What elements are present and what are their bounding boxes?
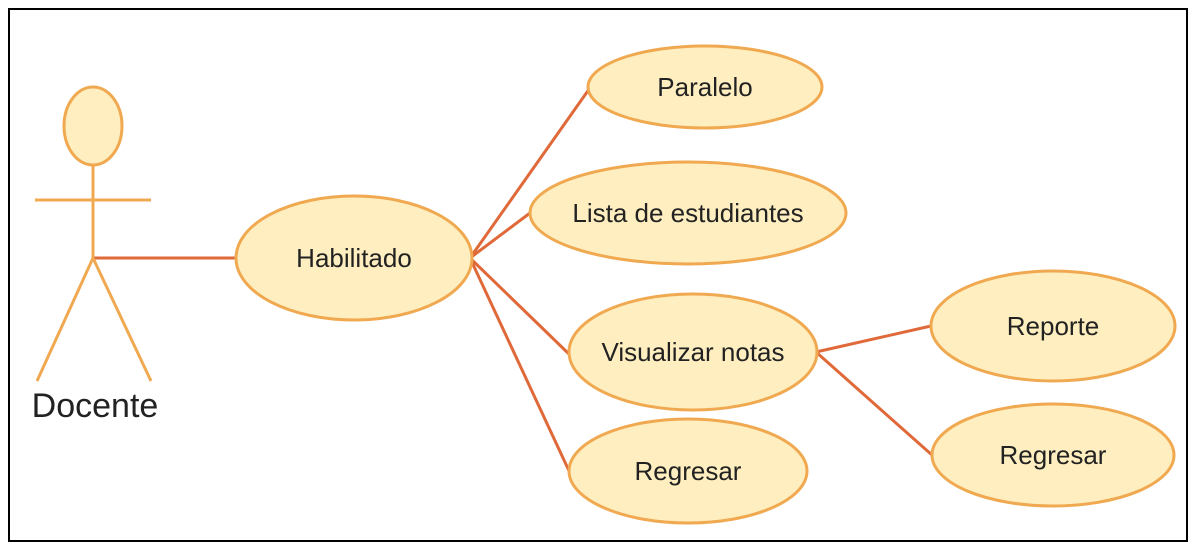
- actor-label: Docente: [32, 387, 159, 425]
- use-case-habilitado: Habilitado: [234, 194, 474, 322]
- use-case-paralelo: Paralelo: [586, 44, 824, 130]
- use-case-regresar-2: Regresar: [930, 402, 1176, 508]
- use-case-visualizar-notas: Visualizar notas: [567, 292, 819, 412]
- association-lines: [93, 84, 933, 474]
- association-habilitado-paralelo: [468, 84, 594, 259]
- use-case-regresar: Regresar: [567, 417, 809, 525]
- use-cases: Habilitado Paralelo Lista de estudiantes…: [234, 44, 1177, 525]
- use-case-label: Lista de estudiantes: [572, 198, 803, 228]
- actor-right-leg: [91, 257, 153, 382]
- actor-head: [62, 85, 124, 167]
- use-case-label: Regresar: [1000, 440, 1107, 470]
- actor-left-leg: [35, 257, 95, 382]
- association-habilitado-lista: [469, 211, 531, 260]
- use-case-label: Habilitado: [296, 243, 412, 273]
- actor-docente: Docente: [32, 85, 159, 425]
- use-case-reporte: Reporte: [929, 269, 1177, 383]
- use-case-label: Regresar: [635, 456, 742, 486]
- association-visualizar-regresar: [815, 350, 933, 457]
- association-visualizar-reporte: [815, 324, 932, 354]
- association-habilitado-regresar: [468, 257, 572, 474]
- use-case-label: Visualizar notas: [601, 337, 784, 367]
- use-case-label: Paralelo: [657, 72, 752, 102]
- use-case-label: Reporte: [1007, 311, 1100, 341]
- association-habilitado-visualizar: [468, 256, 572, 357]
- use-case-lista-de-estudiantes: Lista de estudiantes: [528, 160, 848, 266]
